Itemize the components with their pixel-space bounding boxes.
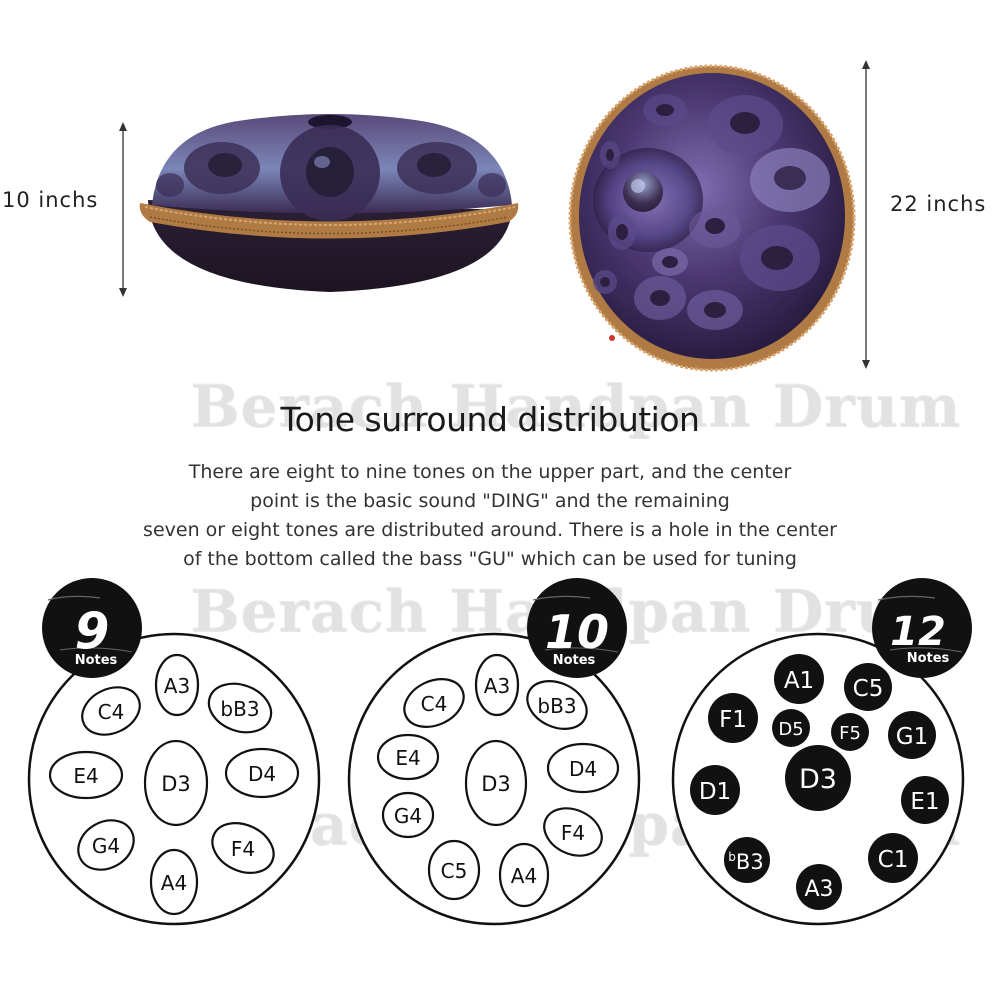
note-c1: C1	[868, 833, 918, 883]
note-f4: F4	[543, 807, 603, 857]
note-f5: F5	[831, 713, 869, 751]
note-label: E1	[910, 789, 939, 815]
description-line-4: of the bottom called the bass "GU" which…	[183, 548, 797, 570]
note-e4: E4	[48, 750, 124, 800]
note-label: E4	[395, 746, 420, 770]
note-label: A4	[511, 864, 537, 888]
note-f1: F1	[708, 693, 758, 743]
note-g4: G4	[77, 819, 135, 871]
note-label: D4	[569, 757, 597, 781]
note-label: E4	[73, 764, 98, 788]
badge-number: 10	[545, 605, 609, 659]
note-label: G1	[896, 724, 928, 750]
note-c5: C5	[844, 663, 892, 711]
diagram-9-notes: A3 C4 bB3 E4 D3 D4 G4 F4	[27, 578, 321, 926]
watermark-1: Berach Handpan Drum	[190, 372, 961, 440]
note-label: G4	[92, 834, 120, 858]
note-bb3: bB3	[526, 680, 588, 730]
width-label: 22 inchs	[890, 192, 987, 216]
height-arrow	[119, 122, 127, 297]
note-bb3: bB3	[724, 837, 770, 883]
note-d5: D5	[772, 709, 810, 747]
note-label: A4	[161, 871, 187, 895]
badge-word: Notes	[907, 651, 950, 666]
note-label: A3	[484, 674, 510, 698]
badge-word: Notes	[75, 653, 118, 668]
note-label: F5	[839, 723, 861, 744]
badge-12-notes: 12 Notes	[872, 578, 972, 678]
note-a3: A3	[154, 653, 200, 717]
note-label: C4	[98, 700, 125, 724]
note-a1: A1	[774, 654, 824, 704]
description: There are eight to nine tones on the upp…	[0, 458, 980, 574]
note-f4: F4	[211, 822, 275, 874]
note-c4: C4	[403, 678, 465, 728]
note-d4: D4	[224, 747, 300, 799]
note-label: bB3	[537, 694, 576, 718]
width-arrow	[862, 60, 870, 369]
note-label: F4	[561, 821, 585, 845]
note-label: D3	[161, 772, 191, 796]
note-d1: D1	[690, 765, 740, 815]
note-bb3: bB3	[207, 682, 273, 734]
note-diagrams: A3 C4 bB3 E4 D3 D4 G4 F4	[27, 578, 972, 926]
note-label: C4	[421, 692, 448, 716]
diagram-12-notes: A1 C5 F1 D5 F5 G1 D3 D1	[671, 578, 972, 926]
note-label: bB3	[728, 850, 763, 874]
note-label: F4	[231, 837, 255, 861]
note-label: D4	[248, 762, 276, 786]
section-title: Tone surround distribution	[280, 400, 700, 439]
note-label: G4	[394, 804, 422, 828]
note-g4: G4	[381, 791, 435, 839]
note-label: D5	[778, 719, 803, 740]
badge-word: Notes	[553, 653, 596, 668]
badge-number: 9	[75, 602, 110, 660]
note-a3: A3	[796, 864, 842, 910]
note-d3: D3	[464, 739, 528, 827]
note-label: C5	[853, 676, 884, 702]
handpan-side-view	[139, 114, 519, 292]
note-label: bB3	[220, 697, 259, 721]
note-label: F1	[719, 707, 747, 733]
note-d3: D3	[785, 745, 851, 811]
note-g1: G1	[888, 711, 936, 759]
note-d4: D4	[546, 742, 620, 794]
description-line-3: seven or eight tones are distributed aro…	[143, 519, 837, 541]
note-c5: C5	[427, 839, 481, 901]
note-label: D3	[799, 764, 837, 795]
note-d3: D3	[143, 739, 209, 827]
diagram-10-notes: A3 C4 bB3 E4 D3 D4 G4 F4	[347, 578, 641, 926]
note-e1: E1	[901, 776, 949, 824]
note-c4: C4	[81, 686, 141, 736]
handpan-photos	[119, 60, 870, 372]
note-label: D1	[699, 779, 731, 805]
note-e4: E4	[376, 733, 440, 781]
handpan-top-view	[568, 64, 856, 372]
badge-number: 12	[890, 609, 946, 655]
note-label: D3	[481, 772, 511, 796]
note-label: A1	[784, 668, 814, 694]
description-line-2: point is the basic sound "DING" and the …	[250, 490, 730, 512]
note-a4: A4	[149, 848, 199, 916]
note-label: C5	[441, 859, 468, 883]
badge-10-notes: 10 Notes	[527, 578, 627, 678]
note-label: A3	[804, 877, 833, 902]
height-label: 10 inchs	[2, 188, 99, 212]
note-a4: A4	[498, 842, 550, 908]
badge-9-notes: 9 Notes	[42, 578, 142, 678]
description-line-1: There are eight to nine tones on the upp…	[188, 461, 792, 483]
note-a3: A3	[474, 653, 520, 717]
note-label: C1	[878, 847, 909, 873]
note-label: A3	[164, 674, 190, 698]
